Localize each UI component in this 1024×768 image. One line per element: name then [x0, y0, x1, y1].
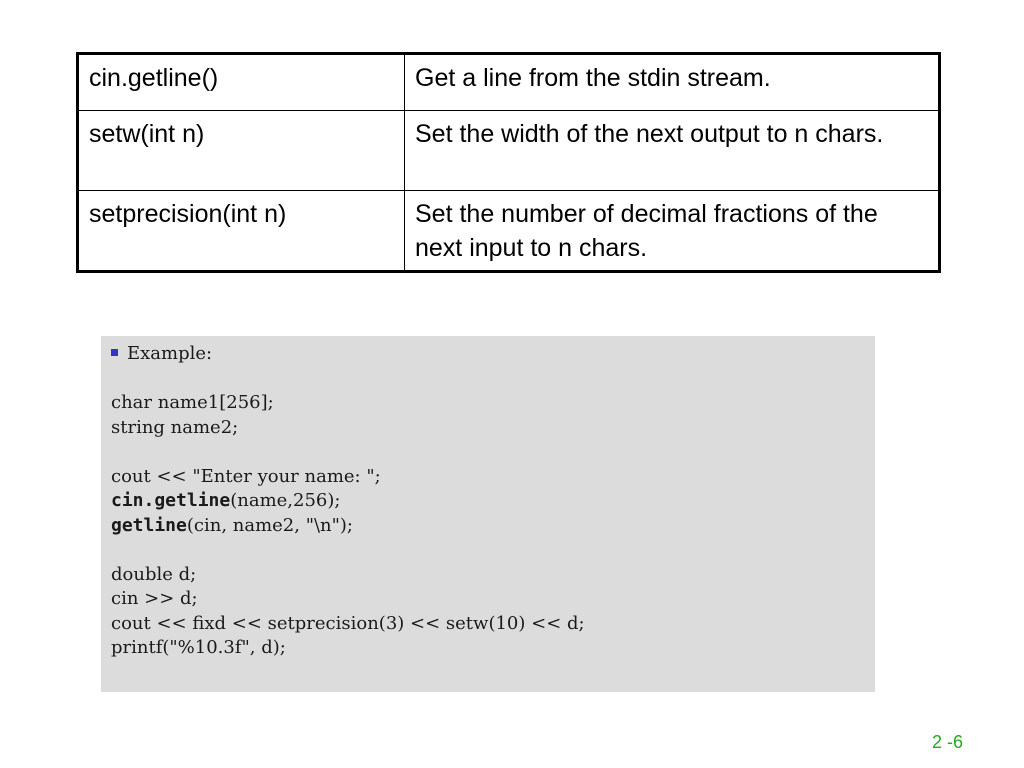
blank-line	[111, 367, 865, 392]
page-number: 2 -6	[931, 732, 963, 752]
function-description-cell: Set the width of the next output to n ch…	[404, 110, 940, 191]
code-line: cout << "Enter your name: ";	[111, 465, 381, 487]
table-row: setw(int n) Set the width of the next ou…	[77, 110, 940, 191]
function-table: cin.getline() Get a line from the stdin …	[76, 52, 941, 273]
code-line: double d;	[111, 563, 197, 585]
blank-line	[111, 538, 865, 563]
table-row: cin.getline() Get a line from the stdin …	[77, 53, 940, 111]
function-name-cell: setw(int n)	[77, 110, 405, 191]
function-name-cell: setprecision(int n)	[77, 190, 405, 272]
code-args: (name,256);	[230, 490, 341, 511]
code-args: (cin, name2, "\n");	[186, 514, 353, 536]
code-bold-call: getline	[111, 514, 187, 536]
example-heading: Example:	[111, 342, 865, 367]
function-name-cell: cin.getline()	[77, 53, 405, 111]
example-heading-text: Example:	[127, 343, 213, 364]
function-description-cell: Get a line from the stdin stream.	[404, 53, 940, 111]
table-row: setprecision(int n) Set the number of de…	[77, 190, 940, 272]
code-line: cin >> d;	[111, 588, 198, 609]
function-description-cell: Set the number of decimal fractions of t…	[404, 190, 940, 272]
code-line: printf("%10.3f", d);	[111, 637, 286, 658]
code-bold-call: cin.getline	[111, 490, 231, 511]
code-line: cin.getline(name,256);	[111, 489, 865, 514]
code-line: char name1[256];	[111, 392, 274, 413]
code-example-panel: Example: char name1[256]; string name2; …	[101, 336, 875, 692]
code-line: getline(cin, name2, "\n");	[111, 514, 865, 539]
bullet-icon	[111, 348, 118, 356]
code-line: cout << fixd << setprecision(3) << setw(…	[111, 612, 585, 634]
code-line: string name2;	[111, 416, 239, 438]
blank-line	[111, 440, 865, 465]
